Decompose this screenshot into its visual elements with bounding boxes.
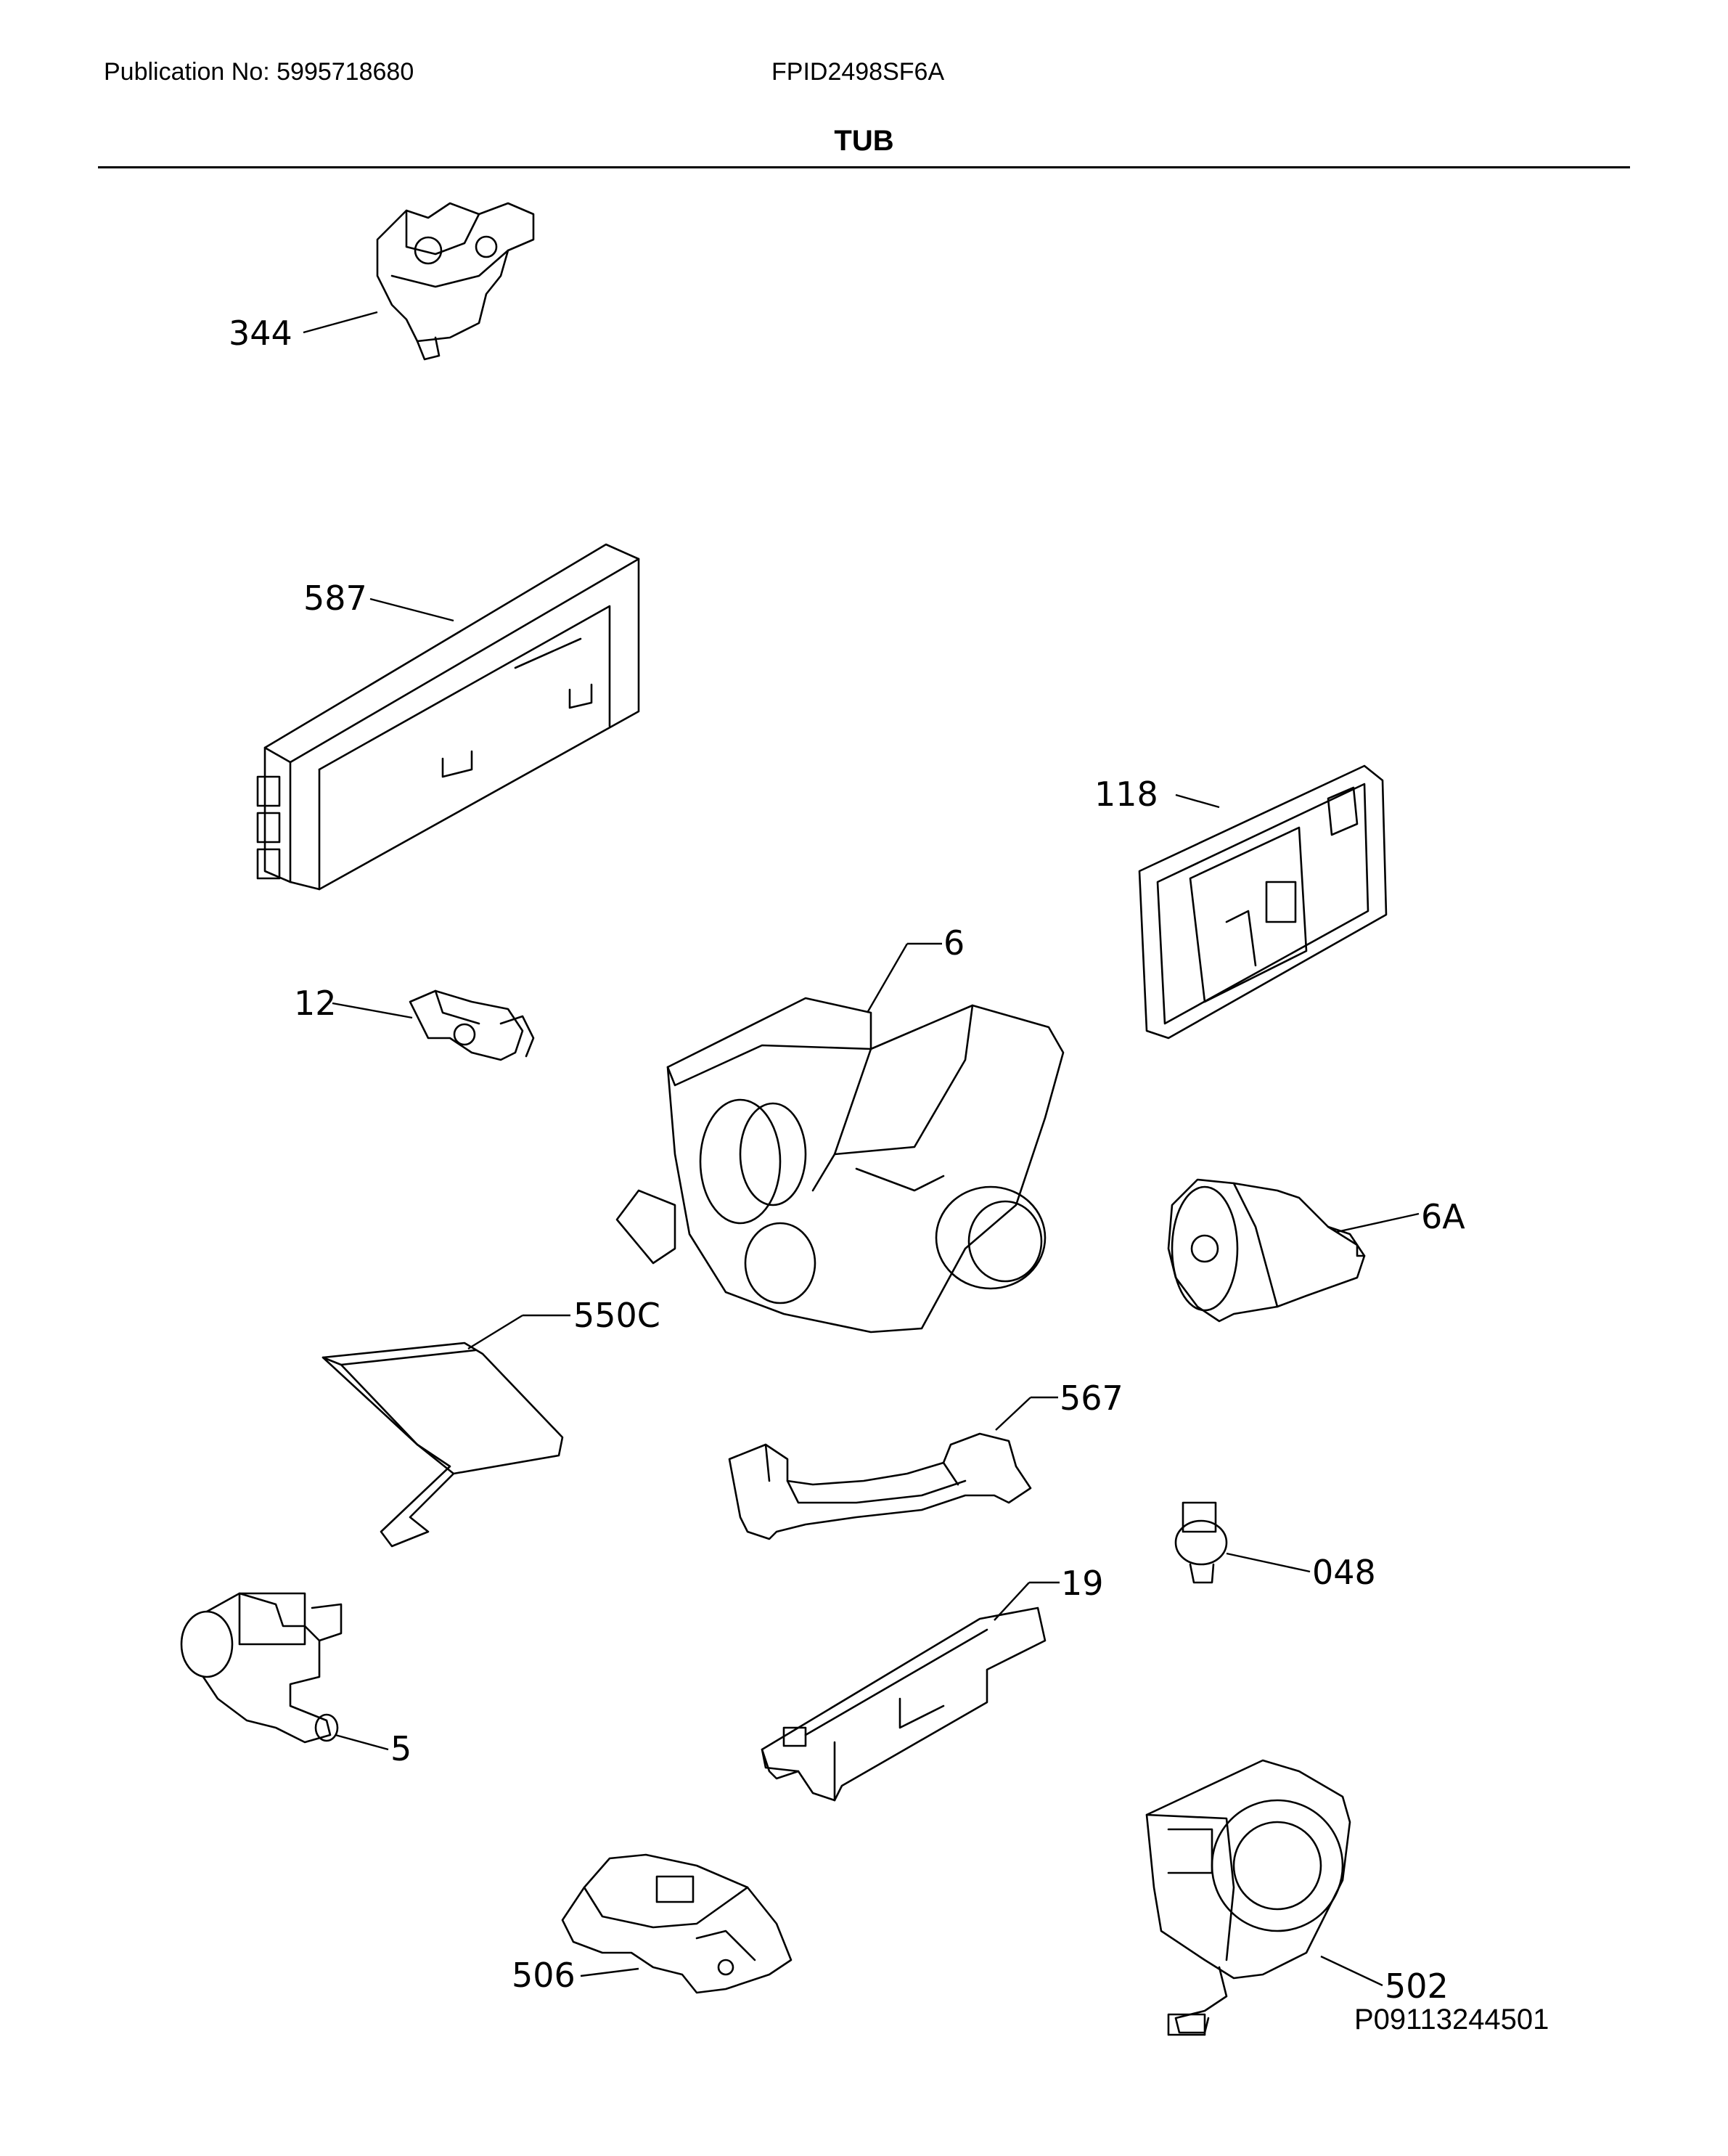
leader-6-a [866, 943, 909, 1013]
leader-502 [1320, 1955, 1383, 1987]
leader-550C-a [467, 1314, 523, 1350]
part-label-048: 048 [1312, 1553, 1376, 1592]
publication-number: Publication No: 5995718680 [104, 58, 414, 86]
part-label-6: 6 [943, 923, 965, 963]
deflector-cover-icon[interactable] [322, 1342, 564, 1548]
leader-048 [1226, 1552, 1311, 1573]
blower-fan-icon[interactable] [1145, 1759, 1351, 2036]
section-title: TUB [834, 125, 894, 157]
bracket-clamp-icon[interactable] [728, 1432, 1032, 1540]
part-label-12: 12 [294, 984, 337, 1023]
part-label-6A: 6A [1421, 1197, 1465, 1236]
part-label-506: 506 [512, 1956, 576, 1995]
leader-12 [332, 1002, 413, 1019]
part-label-567: 567 [1060, 1379, 1123, 1418]
leader-118 [1175, 793, 1220, 809]
part-label-5: 5 [390, 1729, 411, 1768]
leader-506 [580, 1967, 639, 1977]
temperature-sensor-icon[interactable] [1174, 1501, 1228, 1584]
part-label-550C: 550C [573, 1296, 660, 1335]
door-lock-icon[interactable] [376, 202, 535, 361]
model-number: FPID2498SF6A [771, 58, 945, 86]
leader-344 [303, 311, 378, 334]
part-label-19: 19 [1061, 1564, 1104, 1603]
leader-567-a [995, 1397, 1031, 1431]
detergent-dispenser-icon[interactable] [1138, 764, 1388, 1040]
circulation-pump-housing-icon[interactable] [615, 997, 1065, 1334]
control-board-housing-icon[interactable] [256, 543, 640, 891]
diagram-reference-number: P09113244501 [1354, 2004, 1549, 2035]
bracket-icon[interactable] [761, 1606, 1047, 1802]
part-label-344: 344 [229, 314, 292, 353]
leader-6A [1336, 1212, 1420, 1233]
drain-pump-icon[interactable] [1167, 1178, 1366, 1323]
bracket-assembly-icon[interactable] [561, 1853, 793, 1994]
pressure-switch-icon[interactable] [409, 989, 535, 1061]
part-label-118: 118 [1094, 775, 1158, 814]
leader-5 [335, 1734, 389, 1751]
header-divider [98, 166, 1630, 168]
inlet-valve-icon[interactable] [180, 1592, 343, 1744]
leader-19-a [994, 1582, 1030, 1621]
part-label-502: 502 [1385, 1967, 1449, 2006]
leader-587 [369, 597, 454, 622]
part-label-587: 587 [303, 579, 367, 618]
